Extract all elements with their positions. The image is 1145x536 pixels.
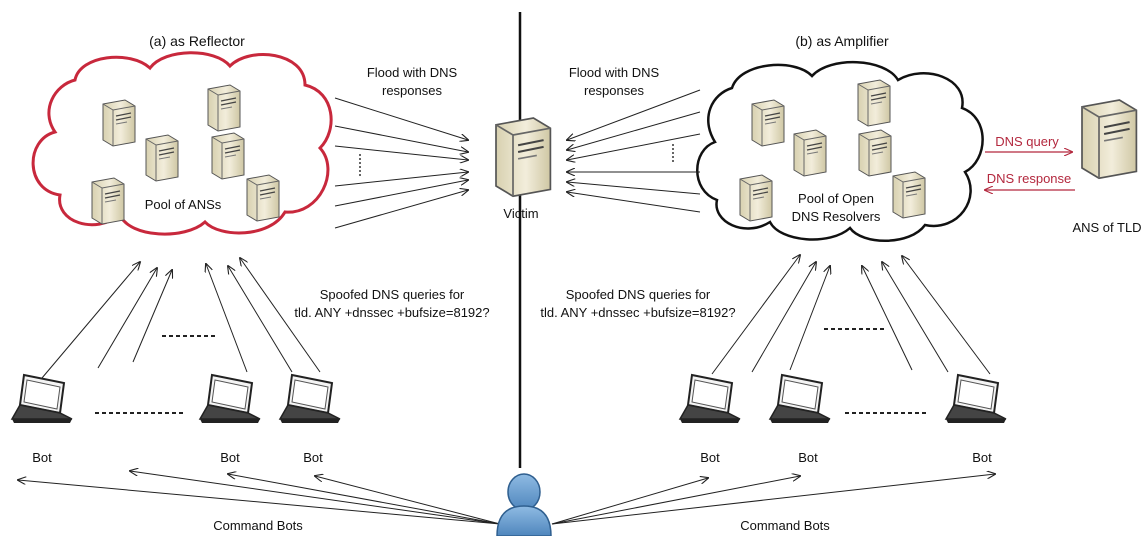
resolver-server-icon (739, 174, 773, 222)
dns-response-label: DNS response (987, 171, 1072, 186)
bot-laptop-icon (279, 374, 341, 424)
pool-resolver-label-1: Pool of Open (798, 191, 874, 206)
bot-laptop-icon (679, 374, 741, 424)
command-arrows-left (18, 471, 501, 525)
query-arrows-right (711, 255, 991, 375)
bot-label: Bot (220, 450, 240, 465)
bot-laptop-icon (199, 374, 261, 424)
bot-laptop-icon (11, 374, 73, 424)
bot-label: Bot (303, 450, 323, 465)
ans-server-icon (102, 99, 136, 147)
flood-label-left-2: responses (382, 83, 442, 98)
ans-server-icon (207, 84, 241, 132)
command-bots-label-right: Command Bots (740, 518, 830, 533)
query-arrows-left (41, 258, 321, 379)
resolver-server-icon (858, 129, 892, 177)
bot-label: Bot (700, 450, 720, 465)
flood-label-left-1: Flood with DNS (367, 65, 458, 80)
bot-laptop-icon (945, 374, 1007, 424)
query-label-right-2: tld. ANY +dnssec +bufsize=8192? (540, 305, 735, 320)
reflector-title: (a) as Reflector (149, 33, 245, 49)
flood-arrows-left (334, 97, 468, 229)
ans-server-icon (211, 132, 245, 180)
query-label-left-1: Spoofed DNS queries for (320, 287, 465, 302)
resolver-server-icon (751, 99, 785, 147)
command-arrows-right (551, 474, 995, 525)
flood-arrows-right (567, 89, 701, 213)
bot-label: Bot (972, 450, 992, 465)
resolver-server-icon (793, 129, 827, 177)
tld-server-icon (1080, 98, 1138, 180)
resolver-server-icon (857, 79, 891, 127)
tld-server-label: ANS of TLD (1072, 220, 1141, 235)
bot-laptop-icon (769, 374, 831, 424)
command-bots-label-left: Command Bots (213, 518, 303, 533)
ans-server-icon (91, 177, 125, 225)
flood-label-right-1: Flood with DNS (569, 65, 660, 80)
victim-server-icon (494, 116, 552, 198)
bot-label: Bot (32, 450, 52, 465)
amplifier-title: (b) as Amplifier (795, 33, 889, 49)
dns-query-label: DNS query (995, 134, 1059, 149)
attacker-person-icon (496, 473, 552, 536)
ans-server-icon (145, 134, 179, 182)
victim-label: Victim (503, 206, 538, 221)
ans-server-icon (246, 174, 280, 222)
query-label-right-1: Spoofed DNS queries for (566, 287, 711, 302)
query-label-left-2: tld. ANY +dnssec +bufsize=8192? (294, 305, 489, 320)
bot-label: Bot (798, 450, 818, 465)
resolver-server-icon (892, 171, 926, 219)
pool-resolver-label-2: DNS Resolvers (792, 209, 881, 224)
pool-ans-label: Pool of ANSs (145, 197, 222, 212)
flood-label-right-2: responses (584, 83, 644, 98)
